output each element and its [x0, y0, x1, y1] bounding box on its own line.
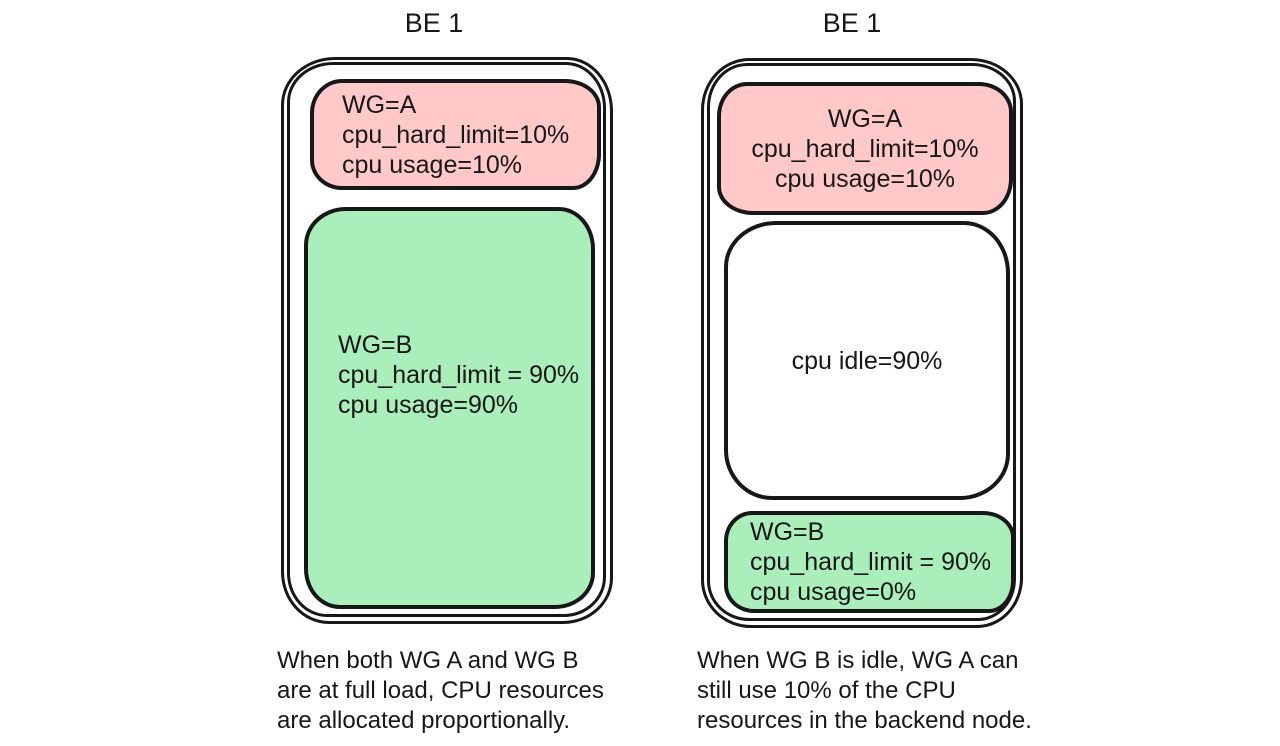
caption-line: are allocated proportionally.	[277, 707, 571, 734]
wg-b-box-right: WG=B cpu_hard_limit = 90% cpu usage=0%	[724, 511, 1015, 613]
backend-node-left: WG=A cpu_hard_limit=10% cpu usage=10% WG…	[281, 57, 613, 624]
wg-hard-limit-line: cpu_hard_limit = 90%	[338, 361, 580, 389]
wg-usage-line: cpu usage=10%	[342, 150, 523, 179]
caption-right: When WG B is idle, WG A can still use 10…	[697, 646, 1032, 736]
backend-node-right-inner-border	[707, 63, 1016, 621]
caption-line: When both WG A and WG B	[277, 647, 579, 674]
wg-a-box-left: WG=A cpu_hard_limit=10% cpu usage=10%	[310, 79, 601, 190]
wg-b-box-left: WG=B cpu_hard_limit = 90% cpu usage=90%	[304, 207, 595, 609]
wg-hard-limit-line: cpu_hard_limit = 90%	[750, 548, 992, 576]
caption-left: When both WG A and WG B are at full load…	[277, 646, 604, 736]
backend-node-title-right: BE 1	[822, 8, 882, 38]
wg-usage-line: cpu usage=90%	[338, 391, 519, 419]
wg-a-box-right: WG=A cpu_hard_limit=10% cpu usage=10%	[717, 82, 1013, 215]
caption-line: resources in the backend node.	[697, 707, 1032, 734]
backend-node-left-inner-border	[287, 62, 606, 617]
wg-usage-line: cpu usage=0%	[750, 578, 917, 606]
cpu-idle-line: cpu idle=90%	[791, 346, 943, 375]
caption-line: are at full load, CPU resources	[277, 677, 604, 704]
wg-name-line: WG=A	[342, 90, 417, 119]
caption-line: When WG B is idle, WG A can	[697, 647, 1019, 674]
wg-name-line: WG=B	[750, 518, 825, 546]
wg-hard-limit-line: cpu_hard_limit=10%	[751, 134, 979, 163]
wg-usage-line: cpu usage=10%	[774, 164, 955, 193]
wg-name-line: WG=A	[827, 104, 903, 133]
caption-line: still use 10% of the CPU	[697, 677, 956, 704]
wg-name-line: WG=B	[338, 331, 413, 359]
wg-hard-limit-line: cpu_hard_limit=10%	[342, 120, 570, 149]
backend-node-right: WG=A cpu_hard_limit=10% cpu usage=10% cp…	[701, 58, 1023, 628]
backend-node-title-left: BE 1	[404, 8, 464, 38]
cpu-idle-box: cpu idle=90%	[724, 221, 1010, 500]
